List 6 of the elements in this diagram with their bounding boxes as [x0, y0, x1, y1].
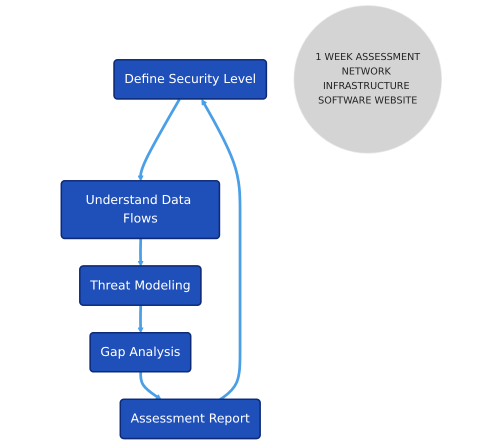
arrow	[138, 98, 181, 182]
arrow	[139, 372, 162, 400]
arrow	[138, 238, 144, 267]
node-circle: 1 WEEK ASSESSMENT NETWORK INFRASTRUCTURE SOFTWARE WEBSITE	[294, 5, 442, 154]
arrow	[138, 305, 144, 334]
arrow	[201, 99, 242, 401]
